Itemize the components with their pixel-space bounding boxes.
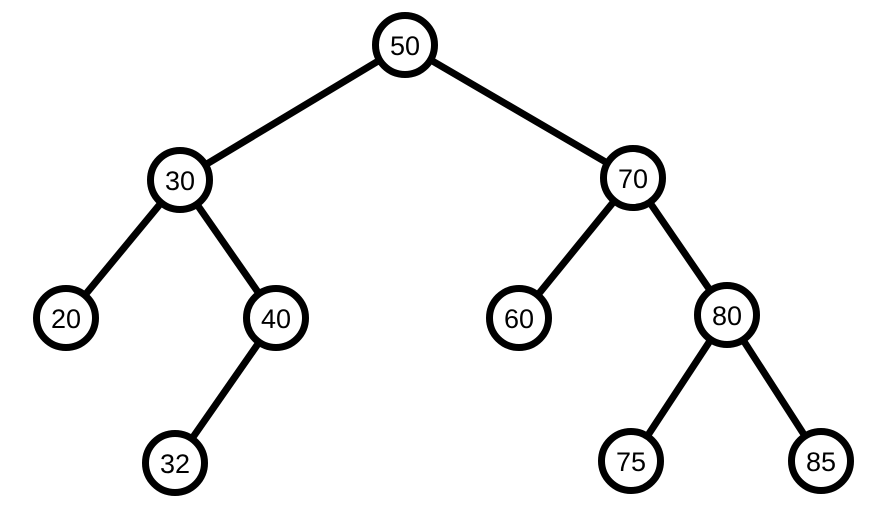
tree-node-80[interactable]: 80 (694, 282, 760, 348)
tree-node-circle-85[interactable] (788, 428, 854, 494)
tree-node-70[interactable]: 70 (600, 145, 666, 211)
tree-edge-80-85 (740, 338, 808, 438)
tree-edge-80-75 (644, 338, 714, 438)
tree-node-75[interactable]: 75 (598, 428, 664, 494)
tree-edge-30-40 (194, 202, 262, 296)
tree-edge-70-60 (535, 199, 617, 297)
tree-node-circle-30[interactable] (147, 147, 213, 213)
tree-edge-50-30 (203, 57, 382, 168)
tree-node-label-20: 20 (51, 304, 81, 334)
tree-edge-30-20 (82, 200, 164, 298)
tree-node-label-60: 60 (504, 304, 534, 334)
tree-edge-40-32 (189, 340, 262, 441)
tree-node-label-80: 80 (712, 301, 742, 331)
tree-node-20[interactable]: 20 (33, 285, 99, 351)
tree-node-circle-32[interactable] (142, 430, 208, 496)
tree-node-circle-75[interactable] (598, 428, 664, 494)
tree-node-circle-80[interactable] (694, 282, 760, 348)
tree-node-circle-40[interactable] (243, 285, 309, 351)
tree-node-circle-70[interactable] (600, 145, 666, 211)
tree-node-label-50: 50 (390, 31, 420, 61)
tree-node-60[interactable]: 60 (486, 285, 552, 351)
tree-node-label-85: 85 (806, 447, 836, 477)
tree-edge-50-70 (429, 57, 609, 166)
tree-node-50[interactable]: 50 (372, 12, 438, 78)
tree-node-circle-50[interactable] (372, 12, 438, 78)
tree-node-40[interactable]: 40 (243, 285, 309, 351)
tree-node-32[interactable]: 32 (142, 430, 208, 496)
tree-node-circle-60[interactable] (486, 285, 552, 351)
node-layer: 50 30 70 20 40 60 80 32 75 85 (33, 12, 854, 496)
tree-node-label-75: 75 (616, 447, 646, 477)
tree-edge-70-80 (647, 200, 713, 293)
tree-node-circle-20[interactable] (33, 285, 99, 351)
tree-node-label-32: 32 (160, 449, 190, 479)
tree-node-30[interactable]: 30 (147, 147, 213, 213)
tree-node-label-40: 40 (261, 304, 291, 334)
tree-node-label-30: 30 (165, 166, 195, 196)
edge-layer (82, 57, 808, 441)
tree-node-label-70: 70 (618, 164, 648, 194)
tree-node-85[interactable]: 85 (788, 428, 854, 494)
